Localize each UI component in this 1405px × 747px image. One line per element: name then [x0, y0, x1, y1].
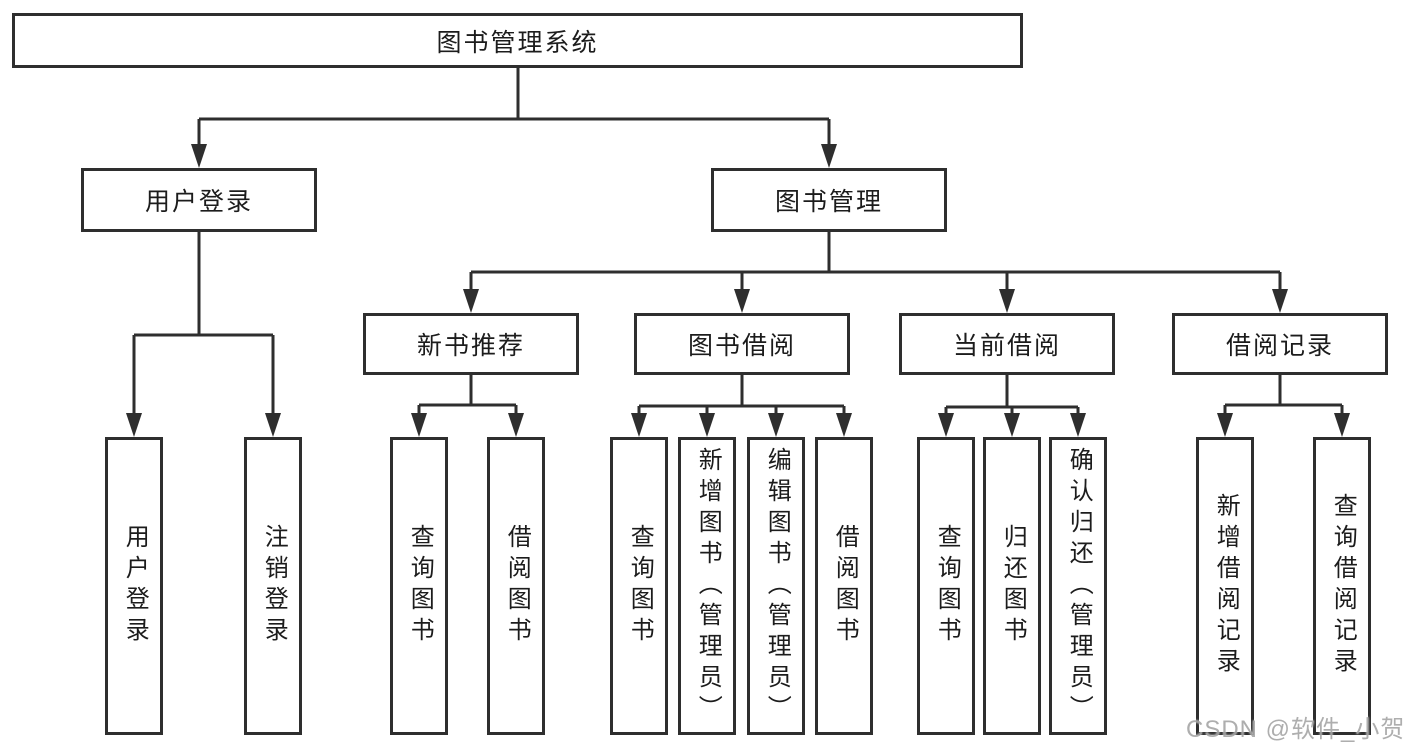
node-label: 查询图书 [406, 524, 434, 648]
arrow-down-icon [999, 289, 1015, 313]
arrow-down-icon [191, 144, 207, 168]
node-user-login: 用户登录 [81, 168, 317, 232]
arrow-down-icon [699, 413, 715, 437]
arrow-down-icon [734, 289, 750, 313]
arrowheads [126, 144, 1350, 437]
node-leaf-borrow-books-recommend: 借阅图书 [487, 437, 545, 735]
node-label: 查询图书 [626, 524, 654, 648]
node-label: 用户登录 [121, 524, 149, 648]
arrow-down-icon [463, 289, 479, 313]
node-label: 图书管理 [774, 188, 883, 216]
node-label: 借阅图书 [503, 524, 531, 648]
node-label: 查询图书 [933, 524, 961, 648]
node-label: 编辑图书（管理员） [763, 446, 791, 726]
node-label: 当前借阅 [952, 332, 1061, 360]
node-leaf-logout: 注销登录 [244, 437, 302, 735]
node-leaf-edit-book-admin: 编辑图书（管理员） [747, 437, 805, 735]
connector-lines [132, 68, 1344, 419]
node-leaf-user-login: 用户登录 [105, 437, 163, 735]
node-leaf-query-borrow-record: 查询借阅记录 [1313, 437, 1371, 735]
node-current-borrowing: 当前借阅 [899, 313, 1115, 375]
node-leaf-return-books: 归还图书 [983, 437, 1041, 735]
arrow-down-icon [1217, 413, 1233, 437]
node-label: 注销登录 [260, 524, 288, 648]
watermark: CSDN @软件_小贺同学 [1186, 716, 1405, 743]
node-book-borrowing: 图书借阅 [634, 313, 850, 375]
node-leaf-add-borrow-record: 新增借阅记录 [1196, 437, 1254, 735]
node-library-management-system: 图书管理系统 [12, 13, 1023, 68]
node-label: 归还图书 [999, 524, 1027, 648]
arrow-down-icon [411, 413, 427, 437]
node-label: 图书管理系统 [436, 28, 599, 57]
node-label: 查询借阅记录 [1329, 493, 1357, 679]
node-leaf-confirm-return-admin: 确认归还（管理员） [1049, 437, 1107, 735]
arrow-down-icon [1004, 413, 1020, 437]
node-label: 用户登录 [144, 188, 253, 216]
node-leaf-query-books-borrowing: 查询图书 [610, 437, 668, 735]
node-label: 图书借阅 [687, 332, 796, 360]
arrow-down-icon [768, 413, 784, 437]
node-label: 借阅记录 [1225, 332, 1334, 360]
arrow-down-icon [1272, 289, 1288, 313]
arrow-down-icon [1334, 413, 1350, 437]
node-new-book-recommend: 新书推荐 [363, 313, 579, 375]
node-leaf-borrow-books: 借阅图书 [815, 437, 873, 735]
node-label: 新书推荐 [416, 332, 525, 360]
arrow-down-icon [631, 413, 647, 437]
node-label: 借阅图书 [831, 524, 859, 648]
arrow-down-icon [126, 413, 142, 437]
arrow-down-icon [508, 413, 524, 437]
node-leaf-query-books-recommend: 查询图书 [390, 437, 448, 735]
node-book-management: 图书管理 [711, 168, 947, 232]
node-label: 新增借阅记录 [1212, 493, 1240, 679]
arrow-down-icon [938, 413, 954, 437]
node-label: 确认归还（管理员） [1065, 446, 1093, 726]
node-leaf-add-book-admin: 新增图书（管理员） [678, 437, 736, 735]
node-leaf-query-books-current: 查询图书 [917, 437, 975, 735]
arrow-down-icon [821, 144, 837, 168]
arrow-down-icon [1070, 413, 1086, 437]
node-label: 新增图书（管理员） [694, 446, 722, 726]
arrow-down-icon [836, 413, 852, 437]
arrow-down-icon [265, 413, 281, 437]
node-borrowing-records: 借阅记录 [1172, 313, 1388, 375]
